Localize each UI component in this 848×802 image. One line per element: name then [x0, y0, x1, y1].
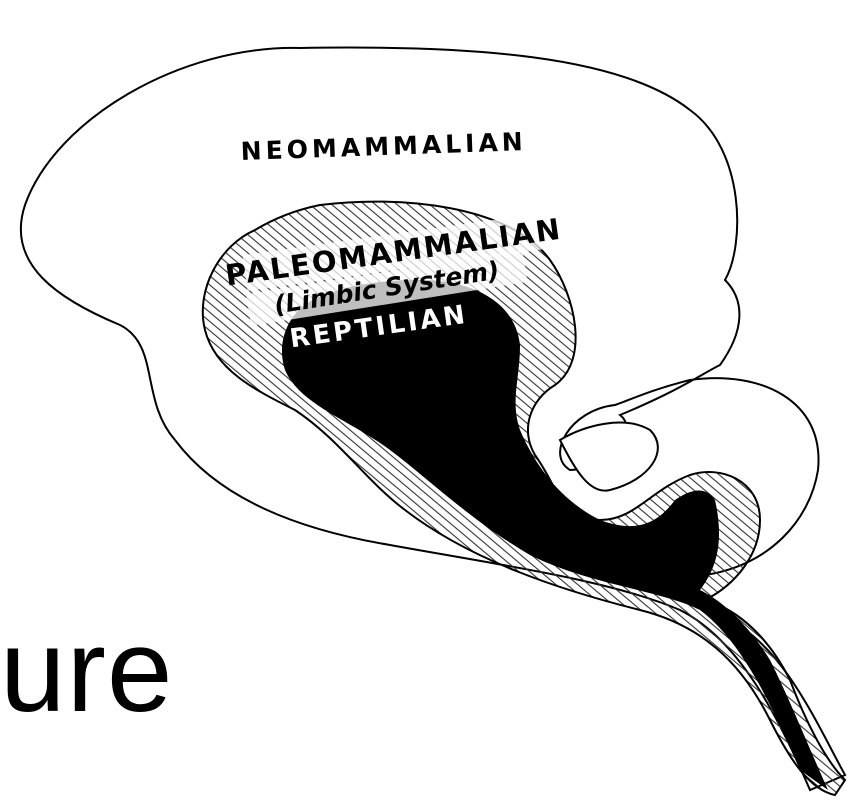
caption-fragment: ure — [0, 612, 174, 730]
